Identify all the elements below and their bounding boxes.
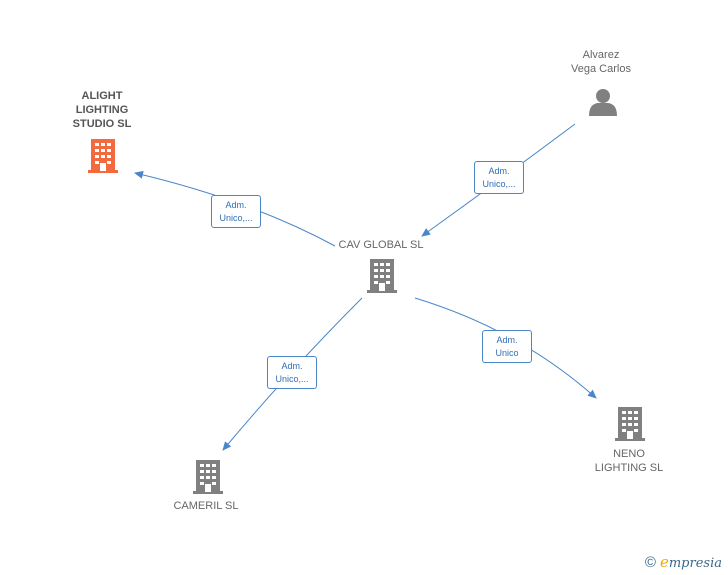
node-label-alvarez[interactable]: Alvarez Vega Carlos (571, 49, 631, 75)
empresia-logo: © empresia (645, 553, 722, 571)
edge-label-cav-cameril[interactable]: Adm. Unico,... (267, 356, 317, 389)
building-icon[interactable] (193, 460, 223, 494)
edge-label-cav-alight[interactable]: Adm. Unico,... (211, 195, 261, 228)
edge-label-alvarez-cav[interactable]: Adm. Unico,... (474, 161, 524, 194)
node-label-alight[interactable]: ALIGHT LIGHTING STUDIO SL (72, 90, 132, 130)
building-icon[interactable] (367, 259, 397, 293)
brand-e: e (659, 553, 669, 571)
node-label-cav[interactable]: CAV GLOBAL SL (338, 239, 424, 251)
person-icon[interactable] (589, 89, 617, 116)
brand-name: mpresia (668, 556, 722, 571)
building-icon[interactable] (615, 407, 645, 441)
copyright-icon: © (644, 553, 656, 571)
node-label-neno[interactable]: NENO LIGHTING SL (594, 448, 664, 474)
node-label-cameril[interactable]: CAMERIL SL (173, 500, 239, 512)
building-icon[interactable] (88, 139, 118, 173)
edge-label-cav-neno[interactable]: Adm. Unico (482, 330, 532, 363)
